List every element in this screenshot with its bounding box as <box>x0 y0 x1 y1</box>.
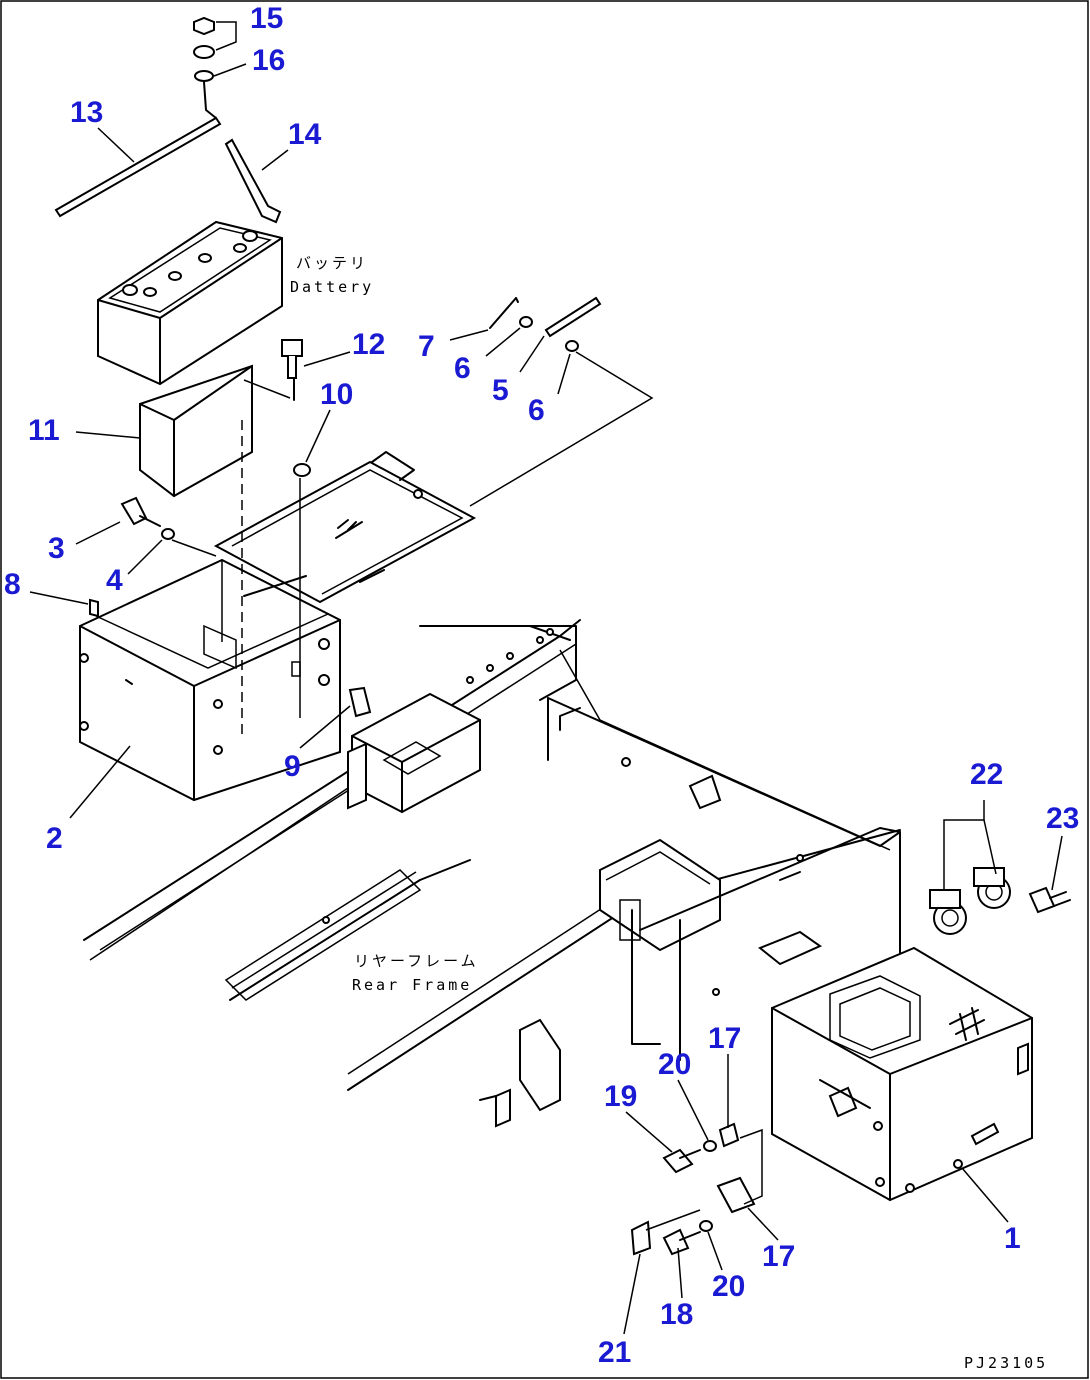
callout-9: 9 <box>284 750 301 783</box>
rear-frame-label-en: Rear Frame <box>352 976 472 994</box>
callout-8: 8 <box>4 568 21 601</box>
callout-20a: 20 <box>658 1048 691 1081</box>
callout-5: 5 <box>492 374 509 407</box>
rod-13 <box>54 116 222 218</box>
bolt-12 <box>281 339 303 401</box>
washer-20a <box>703 1140 717 1152</box>
callout-17b: 17 <box>762 1240 795 1273</box>
callout-20b: 20 <box>712 1270 745 1303</box>
hold-down-hardware <box>54 16 282 224</box>
battery <box>97 220 283 386</box>
callout-12: 12 <box>352 328 385 361</box>
callout-7: 7 <box>418 330 435 363</box>
callout-21: 21 <box>598 1336 631 1369</box>
callout-14: 14 <box>288 118 322 151</box>
clip-8 <box>89 598 99 618</box>
washer-16b <box>194 70 214 82</box>
bracket-17b <box>716 1176 756 1214</box>
relays-22 <box>929 867 1011 935</box>
callout-19: 19 <box>604 1080 637 1113</box>
bolt-18 <box>662 1228 690 1256</box>
callout-numbers: 15 16 13 14 12 7 6 5 6 10 11 3 4 8 9 2 2… <box>4 2 1079 1369</box>
callout-18: 18 <box>660 1298 693 1331</box>
callout-4: 4 <box>106 564 123 597</box>
tool-box-1 <box>771 946 1033 1202</box>
callout-11: 11 <box>28 414 60 447</box>
callout-17a: 17 <box>708 1022 741 1055</box>
clip-9 <box>348 686 372 718</box>
callout-3: 3 <box>48 532 65 565</box>
bracket-17a <box>718 1122 740 1148</box>
battery-label-jp: バッテリ <box>296 254 368 272</box>
nut-10 <box>293 463 311 477</box>
drawing-code: PJ23105 <box>964 1354 1048 1372</box>
washer-4 <box>161 528 175 540</box>
battery-pad-11 <box>139 364 253 498</box>
bolt-19 <box>662 1148 694 1174</box>
battery-tray-bracket <box>213 451 477 604</box>
battery-label-en: Dattery <box>290 278 374 296</box>
rod-end <box>203 81 217 119</box>
leader-lines <box>29 21 1063 1335</box>
battery-cables <box>469 296 654 507</box>
rod-14 <box>224 138 282 224</box>
callout-6b: 6 <box>528 394 545 427</box>
bolt-23 <box>1028 886 1056 914</box>
callout-15: 15 <box>250 2 283 35</box>
battery-box-2 <box>79 558 341 802</box>
washer-20b <box>699 1220 713 1232</box>
washer-16a <box>193 45 215 59</box>
callout-6a: 6 <box>454 352 471 385</box>
callout-23: 23 <box>1046 802 1079 835</box>
rear-frame <box>83 619 901 1128</box>
nut-15 <box>193 16 215 36</box>
clip-21 <box>630 1220 652 1256</box>
callout-1: 1 <box>1004 1222 1021 1255</box>
rear-frame-label-jp: リヤーフレーム <box>354 952 479 970</box>
callout-16: 16 <box>252 44 285 77</box>
callout-2: 2 <box>46 822 63 855</box>
callout-22: 22 <box>970 758 1003 791</box>
callout-13: 13 <box>70 96 103 129</box>
bolt-3 <box>120 496 148 526</box>
callout-10: 10 <box>320 378 353 411</box>
